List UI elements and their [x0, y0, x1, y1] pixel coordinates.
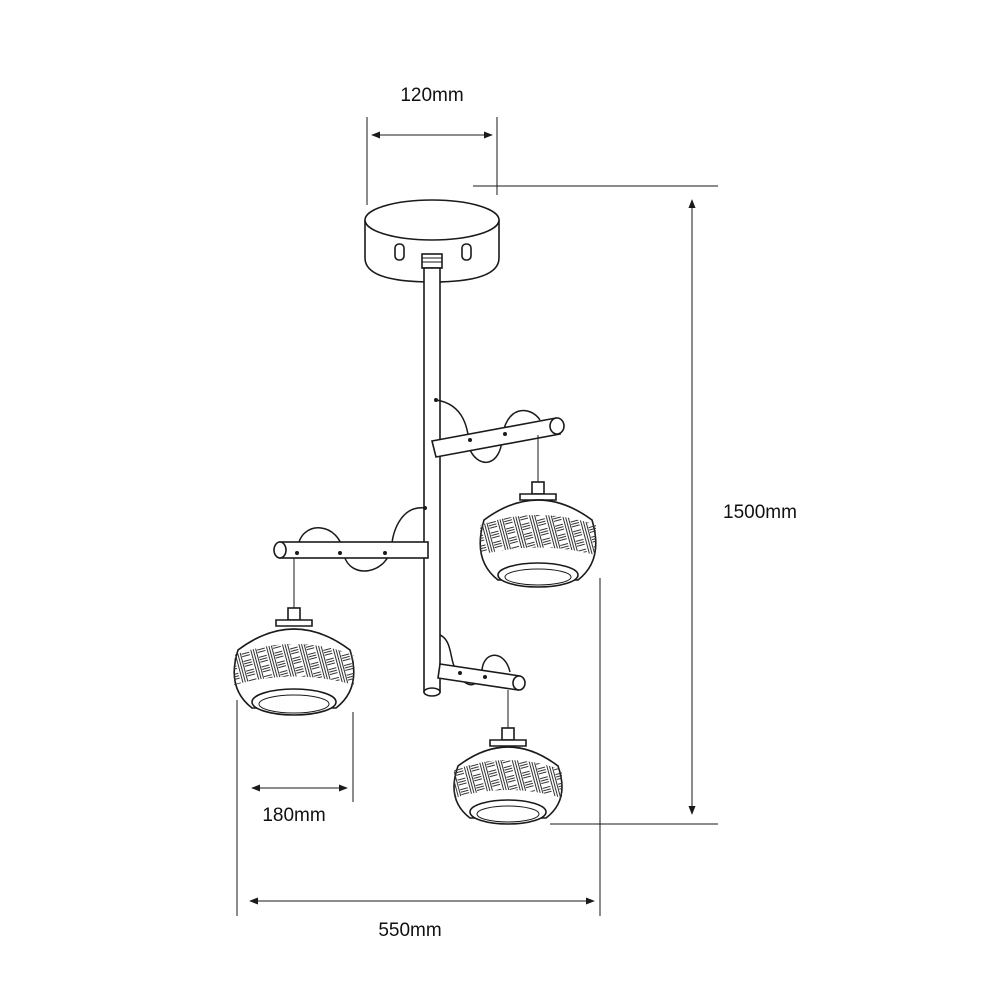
shade-width-label: 180mm	[262, 805, 325, 826]
ceiling-canopy	[364, 199, 500, 283]
pendant-shade-lower-right	[453, 690, 563, 825]
pendant-shade-upper-right	[479, 435, 597, 588]
arm-left	[273, 506, 429, 572]
dimension-total-height: 1500mm	[473, 185, 797, 825]
pendant-shade-left	[233, 558, 355, 716]
central-stem	[423, 267, 441, 697]
dimension-overall-width: 550mm	[236, 578, 601, 941]
arm-upper-right	[431, 398, 565, 464]
dimension-shade-width: 180mm	[251, 712, 354, 826]
arm-lower-right	[437, 634, 526, 691]
dimension-canopy-width: 120mm	[366, 85, 498, 205]
overall-width-label: 550mm	[378, 920, 441, 941]
total-height-label: 1500mm	[723, 502, 797, 523]
canopy-width-label: 120mm	[400, 85, 463, 106]
